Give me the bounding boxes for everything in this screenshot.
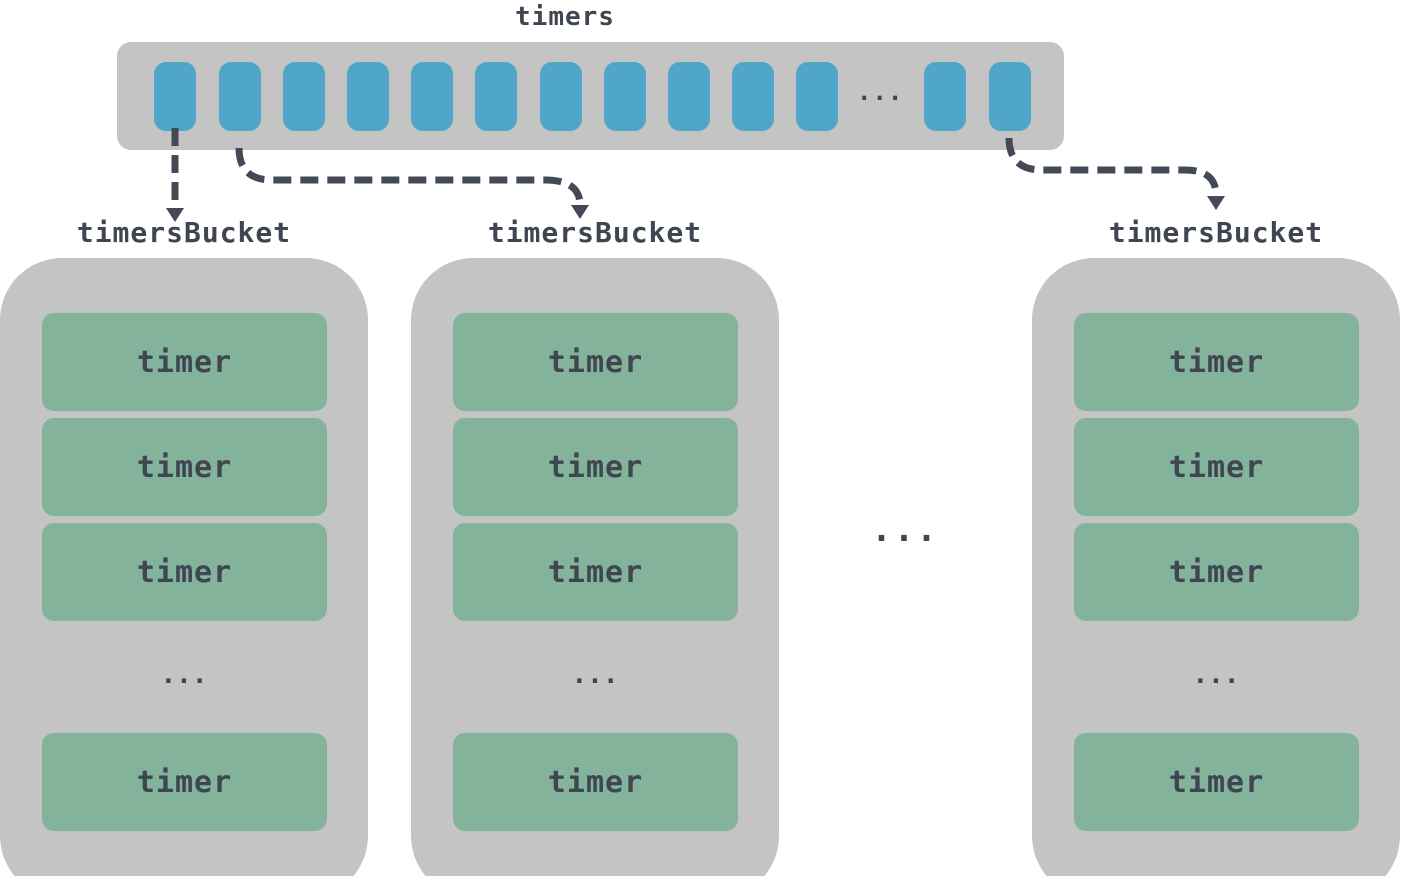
arrow-to-bucket-2	[235, 147, 584, 206]
timer-node: timer	[1074, 523, 1359, 621]
timers-slot	[219, 62, 261, 131]
bucket-ellipsis: ...	[160, 660, 208, 690]
timer-node: timer	[42, 733, 327, 831]
timers-slot	[668, 62, 710, 131]
timer-node: timer	[42, 418, 327, 516]
bucket-label: timersBucket	[76, 216, 292, 249]
timers-bucket: timer timer timer ... timer	[411, 258, 779, 876]
bucket-label: timersBucket	[487, 216, 703, 249]
timer-node: timer	[1074, 313, 1359, 411]
timer-node: timer	[453, 418, 738, 516]
timers-ellipsis: ...	[857, 78, 904, 106]
timers-bucket: timer timer timer ... timer	[0, 258, 368, 876]
timers-slot	[347, 62, 389, 131]
buckets-ellipsis: ...	[871, 510, 939, 550]
timers-slot	[796, 62, 838, 131]
timers-slot	[924, 62, 966, 131]
bucket-ellipsis: ...	[1192, 660, 1240, 690]
arrowhead-3	[1207, 196, 1225, 210]
timers-slot	[604, 62, 646, 131]
timers-bucket: timer timer timer ... timer	[1032, 258, 1400, 876]
timers-slot	[732, 62, 774, 131]
timer-node: timer	[453, 733, 738, 831]
timers-array: ...	[117, 42, 1064, 150]
timer-node: timer	[1074, 418, 1359, 516]
bucket-label: timersBucket	[1108, 216, 1324, 249]
timer-node: timer	[1074, 733, 1359, 831]
timers-title: timers	[515, 2, 615, 32]
timer-node: timer	[42, 523, 327, 621]
timers-slot	[540, 62, 582, 131]
timer-node: timer	[453, 523, 738, 621]
bucket-ellipsis: ...	[571, 660, 619, 690]
timer-node: timer	[42, 313, 327, 411]
timers-slot	[989, 62, 1031, 131]
timers-slot	[411, 62, 453, 131]
timers-slot	[475, 62, 517, 131]
timers-slot	[154, 62, 196, 131]
timers-slot	[283, 62, 325, 131]
timer-node: timer	[453, 313, 738, 411]
